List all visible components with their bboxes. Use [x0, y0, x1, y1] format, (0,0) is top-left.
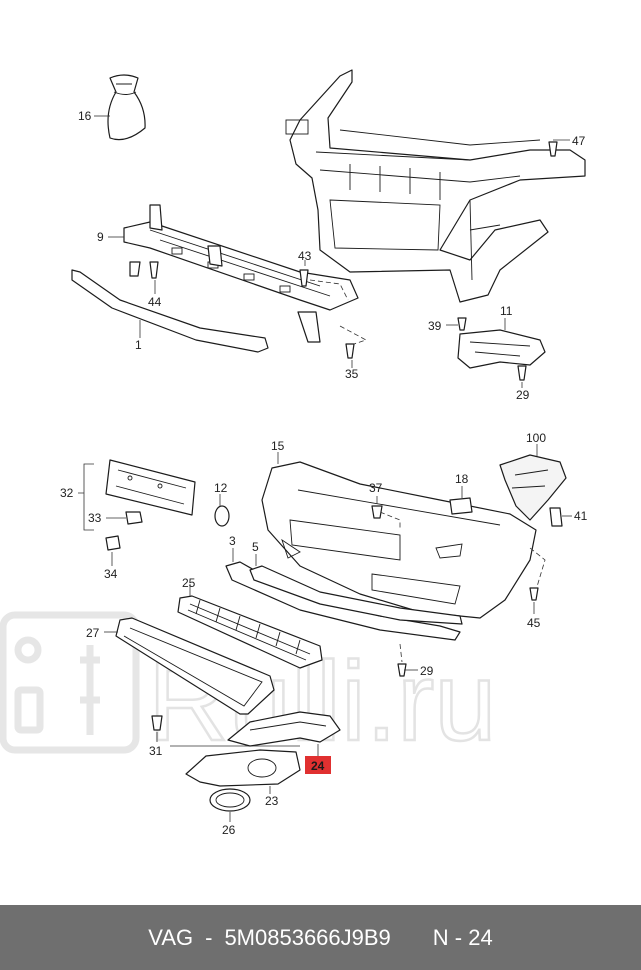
- callout-24: 24: [311, 759, 325, 773]
- footer-part-number: 5M0853666J9B9: [224, 924, 391, 950]
- part-11-bracket: [446, 317, 546, 388]
- fasteners-top: [149, 260, 368, 368]
- callout-100: 100: [526, 431, 546, 445]
- callout-25: 25: [182, 576, 196, 590]
- callout-9: 9: [97, 230, 104, 244]
- part-31-screw: [151, 715, 300, 747]
- part-12-plug: [214, 494, 230, 527]
- callout-32: 32: [60, 486, 74, 500]
- part-lock-carrier: [285, 69, 586, 303]
- callout-35: 35: [345, 367, 359, 381]
- part-1-strip: [71, 269, 269, 353]
- footer-position: N - 24: [432, 924, 493, 950]
- callout-39: 39: [428, 319, 442, 333]
- part-24-trim-highlighted: [227, 711, 341, 756]
- part-23-foglamp-trim: [185, 749, 301, 794]
- callout-34: 34: [104, 567, 118, 581]
- callout-26: 26: [222, 823, 236, 837]
- exploded-parts-diagram: Rulli.ru: [0, 69, 588, 837]
- footer-brand: VAG: [148, 924, 194, 950]
- callout-18: 18: [455, 472, 469, 486]
- part-18-cap: [449, 486, 473, 515]
- part-9-bumper-carrier: [108, 204, 359, 343]
- footer-bar: VAG - 5M0853666J9B9 N - 24: [0, 905, 641, 970]
- callout-27: 27: [86, 626, 100, 640]
- part-29-screw: [397, 643, 418, 677]
- callout-15: 15: [271, 439, 285, 453]
- callout-11: 11: [500, 304, 513, 318]
- callout-29-bottom: 29: [420, 664, 434, 678]
- callout-5: 5: [252, 540, 259, 554]
- part-32-plate-bracket: [78, 459, 196, 566]
- callout-3: 3: [229, 534, 236, 548]
- part-45-screw: [529, 587, 539, 614]
- callout-47: 47: [572, 134, 586, 148]
- callout-labels: 16 47 9 43 44 1 35 11 39 29 15 100 12 37…: [60, 109, 588, 837]
- callout-16: 16: [78, 109, 92, 123]
- callout-45: 45: [527, 616, 541, 630]
- callout-31: 31: [149, 744, 163, 758]
- part-26-ring: [209, 788, 251, 822]
- callout-23: 23: [265, 794, 279, 808]
- part-16-cover: [94, 74, 146, 141]
- callout-29-top: 29: [516, 388, 530, 402]
- callout-44: 44: [148, 295, 162, 309]
- part-27-grille-frame: [104, 617, 275, 715]
- callout-43: 43: [298, 249, 312, 263]
- part-15-bumper-cover: [261, 452, 546, 619]
- part-25-grille: [177, 584, 323, 669]
- callout-12: 12: [214, 481, 228, 495]
- part-37-screw: [371, 496, 383, 519]
- part-3-5-spoilers: [225, 548, 463, 641]
- callout-37: 37: [369, 481, 383, 495]
- callout-41: 41: [574, 509, 588, 523]
- part-100-bracket: [499, 444, 572, 527]
- highlight-box: [305, 756, 331, 774]
- callout-1: 1: [135, 338, 142, 352]
- footer-separator: -: [205, 924, 213, 950]
- callout-33: 33: [88, 511, 102, 525]
